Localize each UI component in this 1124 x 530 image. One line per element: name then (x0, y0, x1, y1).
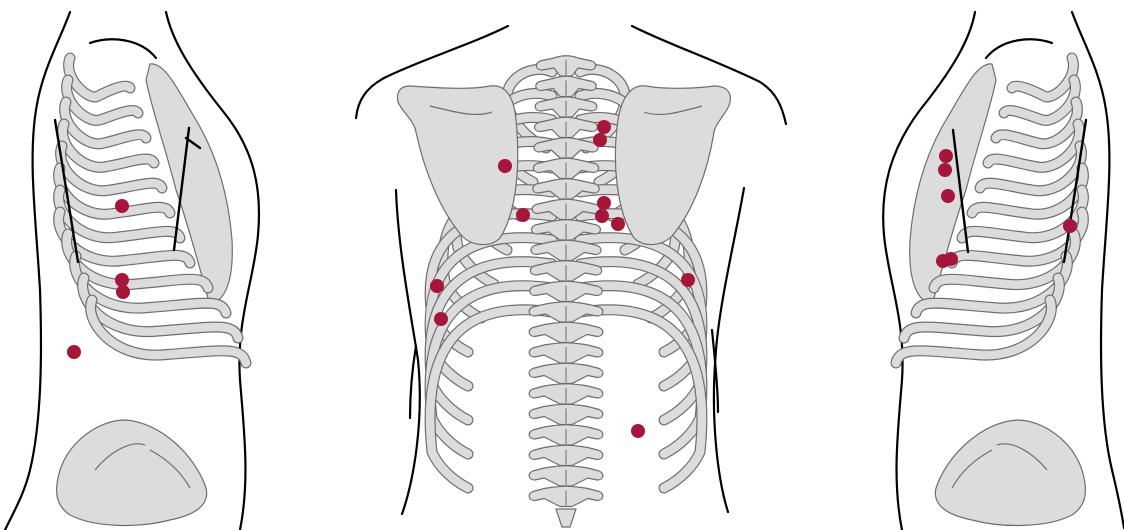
spine (529, 56, 603, 527)
tender-point-marker[interactable] (434, 312, 448, 326)
back-left-arm-line (410, 346, 416, 418)
back-right-flank-outline (714, 188, 744, 512)
tender-point-marker[interactable] (631, 424, 645, 438)
left-iliac-crest (57, 420, 207, 525)
posterior-view (356, 26, 786, 527)
left-shoulder-arc (90, 39, 156, 58)
left-rib-fill (69, 58, 130, 97)
coccyx (556, 509, 576, 527)
tender-point-marker[interactable] (597, 120, 611, 134)
tender-point-marker[interactable] (516, 208, 530, 222)
tender-point-marker[interactable] (116, 285, 130, 299)
right-shoulder-arc (986, 39, 1052, 58)
tender-point-marker[interactable] (1063, 219, 1077, 233)
left-lateral-view (5, 12, 259, 530)
tender-point-marker[interactable] (430, 279, 444, 293)
tender-point-marker[interactable] (597, 196, 611, 210)
right-iliac-crest (935, 420, 1085, 525)
tender-point-marker[interactable] (681, 273, 695, 287)
tender-point-marker[interactable] (936, 254, 950, 268)
tender-point-marker[interactable] (593, 133, 607, 147)
tender-point-marker[interactable] (939, 149, 953, 163)
tender-point-marker[interactable] (611, 217, 625, 231)
right-scapula (615, 86, 730, 245)
right-lateral-view (883, 12, 1124, 530)
tender-point-marker[interactable] (595, 209, 609, 223)
tender-point-marker[interactable] (67, 345, 81, 359)
tender-point-marker[interactable] (938, 163, 952, 177)
tender-point-marker[interactable] (941, 189, 955, 203)
right-rib-fill (1012, 58, 1073, 97)
left-body-outline-back (5, 12, 70, 530)
tender-point-marker[interactable] (498, 159, 512, 173)
tender-point-marker[interactable] (115, 199, 129, 213)
back-left-flank-outline (396, 190, 420, 514)
tender-point-marker[interactable] (115, 273, 129, 287)
